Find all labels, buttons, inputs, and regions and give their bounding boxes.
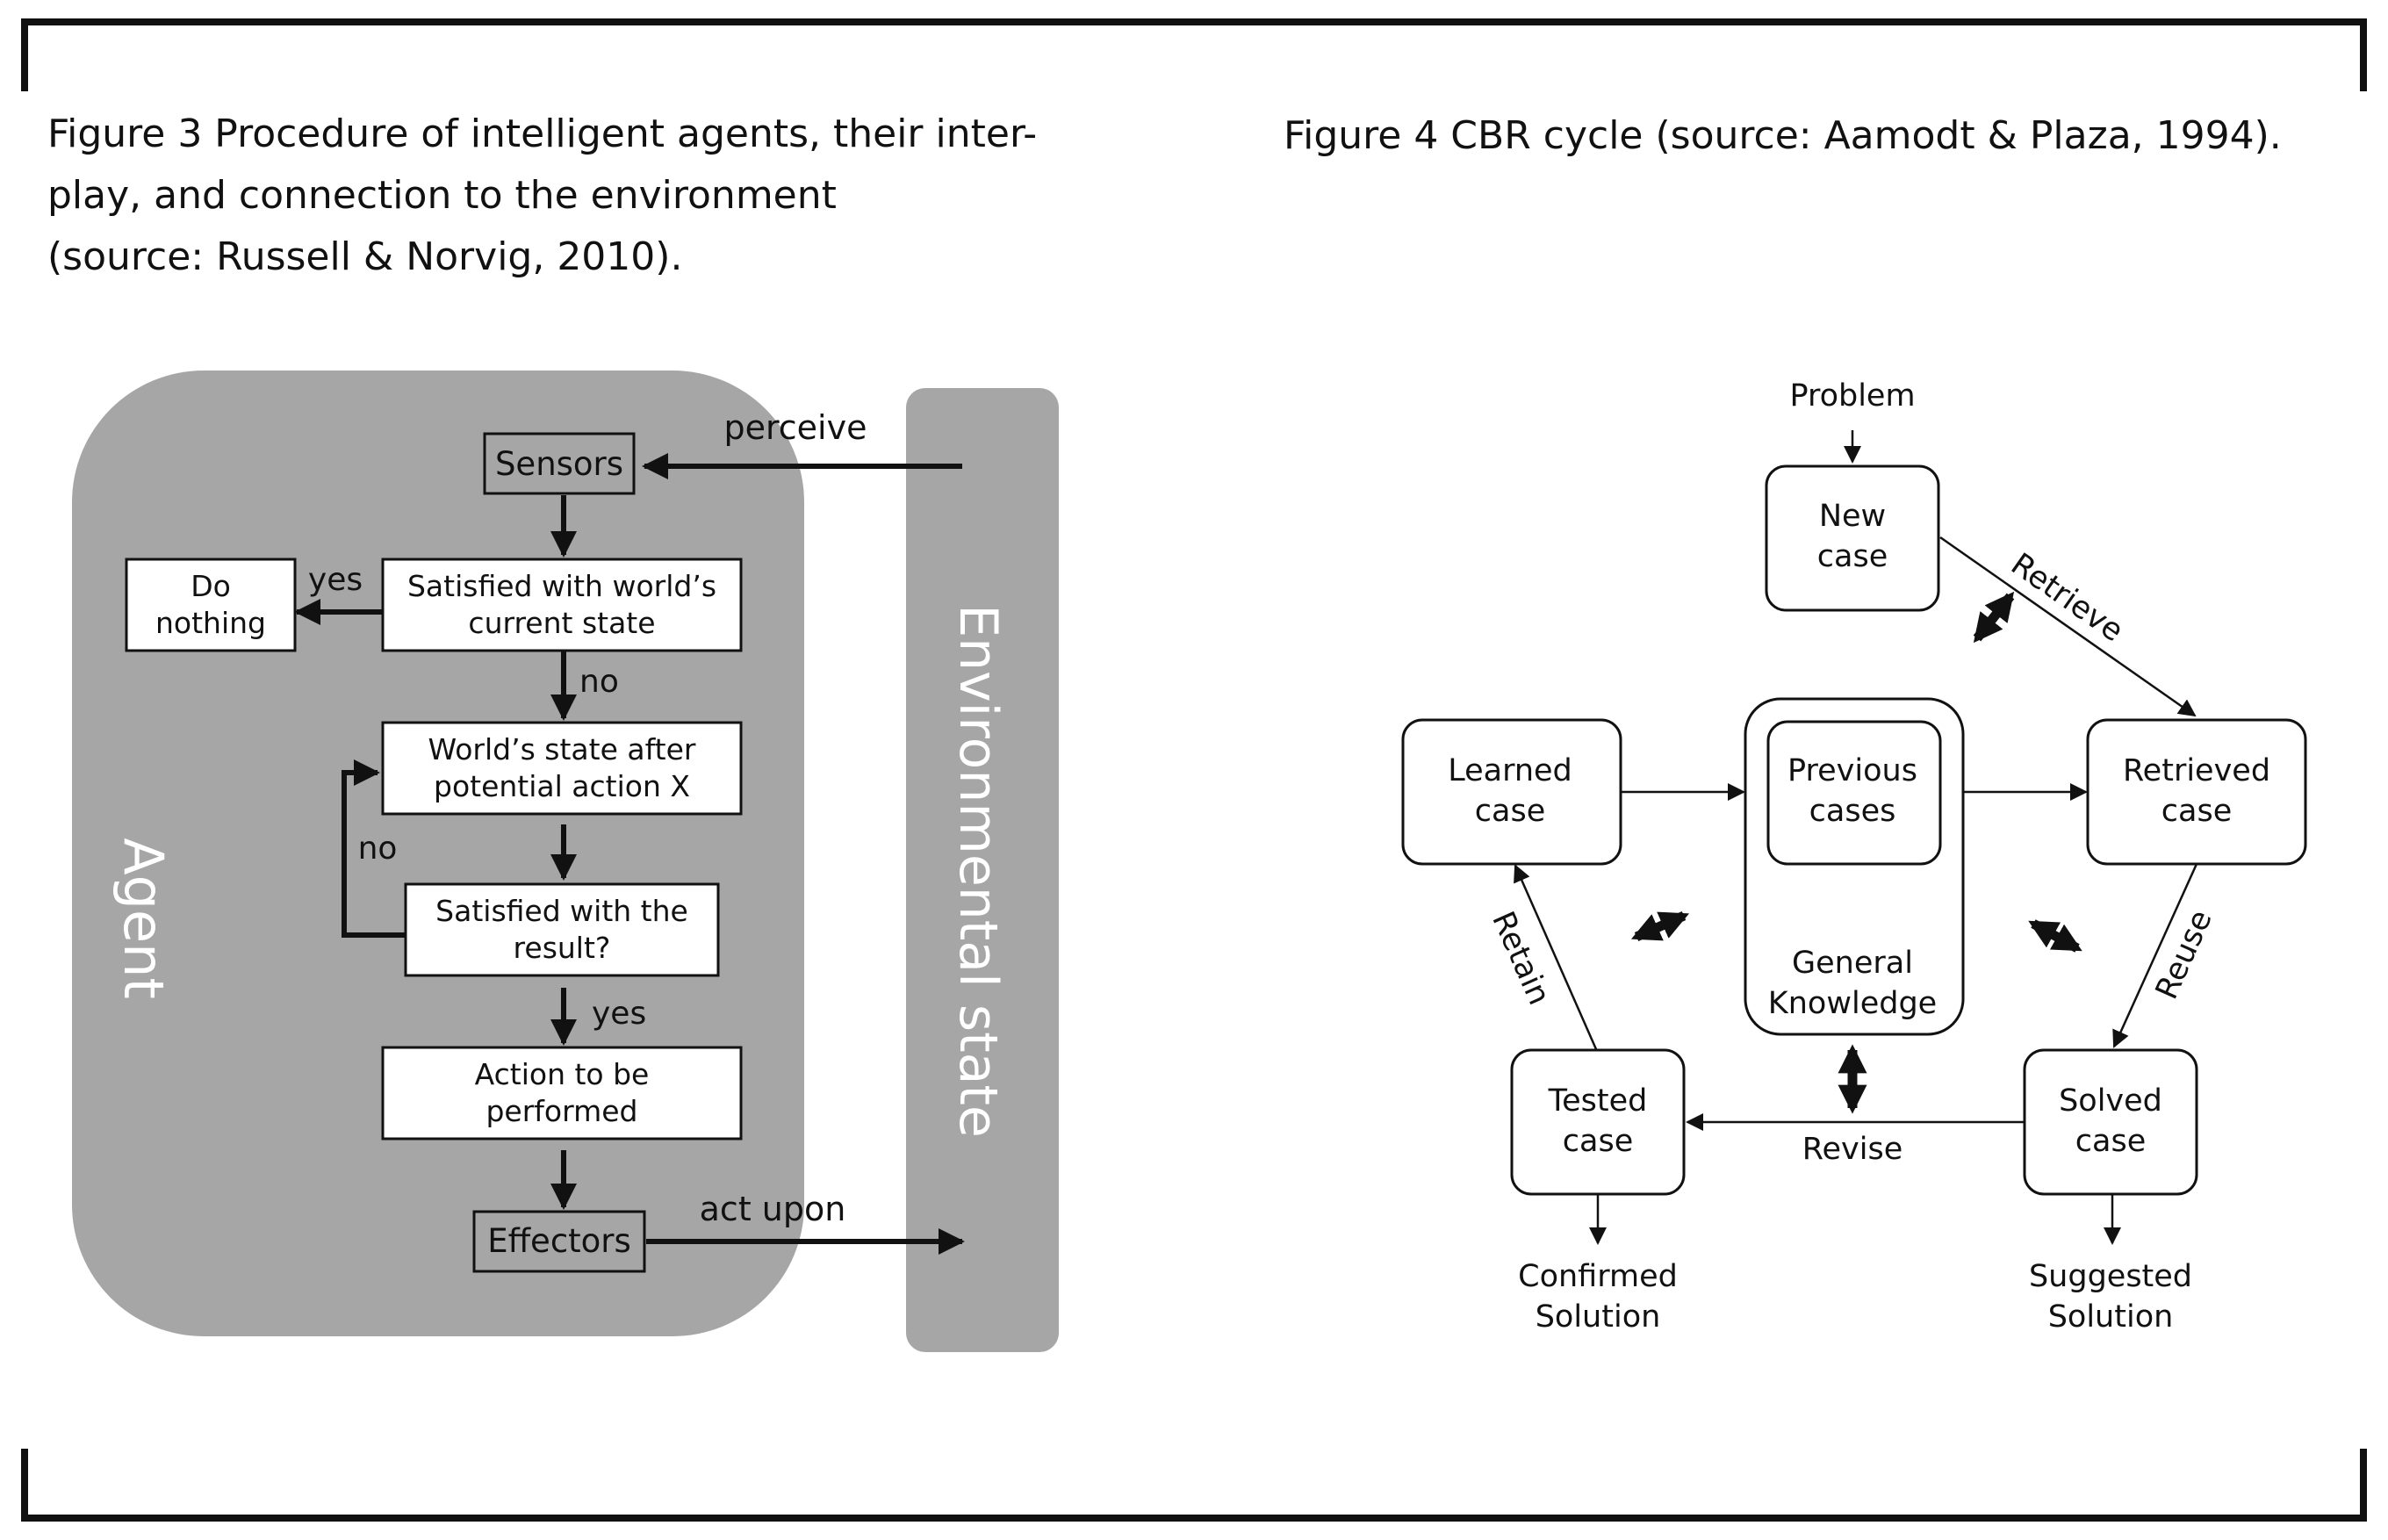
figure3-caption-line-3: (source: Russell & Norvig, 2010). [47,234,683,279]
new-case-line-2: case [1817,539,1888,574]
reuse-label: Reuse [2149,905,2219,1004]
double-arrow-right [2028,919,2082,953]
figure3-caption-line-2: play, and connection to the environment [47,173,837,218]
world-state-after-box [381,721,743,816]
general-knowledge-line-2: Knowledge [1768,986,1937,1021]
solved-case-line-2: case [2075,1124,2146,1159]
world-state-after-line-2: potential action X [434,769,690,803]
effectors-box [472,1210,646,1273]
action-performed-line-2: performed [486,1094,637,1128]
new-case-line-1: New [1819,499,1886,534]
do-nothing-line-1: Do [191,569,231,603]
satisfied-result-box [404,882,720,977]
confirmed-solution-line-2: Solution [1536,1299,1661,1335]
learned-case-box [1401,718,1622,866]
yes-label-2: yes [592,996,646,1032]
retain-label: Retain [1485,907,1557,1011]
problem-label: Problem [1789,378,1915,414]
previous-cases-line-2: cases [1809,794,1896,829]
action-performed-box [381,1046,743,1141]
satisfied-result-line-2: result? [514,931,611,965]
sensors-label: Sensors [495,445,623,483]
confirmed-solution-line-1: Confirmed [1518,1259,1678,1294]
perceive-label: perceive [724,408,867,447]
tested-case-line-2: case [1563,1124,1633,1159]
retrieved-case-line-2: case [2161,794,2232,829]
general-knowledge-line-1: General [1792,946,1913,981]
do-nothing-line-2: nothing [155,606,266,640]
no-label-2: no [358,831,398,867]
satisfied-world-box [381,558,743,652]
figure4-caption: Figure 4 CBR cycle (source: Aamodt & Pla… [1284,113,2282,158]
agent-label: Agent [111,838,176,999]
retrieved-case-line-1: Retrieved [2123,753,2270,788]
suggested-solution-line-1: Suggested [2029,1259,2192,1294]
satisfied-world-line-2: current state [468,606,655,640]
action-performed-line-1: Action to be [475,1057,650,1091]
environment-label: Environmental state [947,604,1009,1138]
yes-label-1: yes [308,562,363,598]
previous-cases-box [1766,720,1942,866]
no-label-1: no [579,664,619,700]
previous-cases-line-1: Previous [1787,753,1917,788]
suggested-solution-line-2: Solution [2048,1299,2174,1335]
retrieve-label: Retrieve [2004,547,2129,649]
double-arrow-left [1630,910,1690,942]
revise-label: Revise [1802,1132,1903,1167]
figure3-caption: Figure 3 Procedure of intelligent agents… [47,104,1189,288]
effectors-label: Effectors [487,1222,631,1260]
do-nothing-box [125,558,297,652]
new-case-box [1765,464,1940,612]
retrieved-case-box [2086,718,2307,866]
solved-case-box [2023,1048,2198,1196]
learned-case-line-2: case [1475,794,1545,829]
learned-case-line-1: Learned [1448,753,1572,788]
satisfied-world-line-1: Satisfied with world’s [407,569,716,603]
figure3-caption-line-1: Figure 3 Procedure of intelligent agents… [47,112,1038,156]
satisfied-result-line-1: Satisfied with the [435,894,688,928]
arrow-retain [1514,864,1598,1050]
arrow-reuse [2112,863,2198,1048]
sensors-box [483,432,636,495]
tested-case-line-1: Tested [1548,1083,1648,1119]
arrow-no-loop [342,759,406,938]
environment-panel [906,388,1059,1352]
tested-case-box [1510,1048,1686,1196]
act-upon-label: act upon [700,1190,846,1228]
arrow-retrieve [1939,536,2197,717]
solved-case-line-1: Solved [2059,1083,2162,1119]
world-state-after-line-1: World’s state after [428,732,696,766]
double-arrow-top [1973,591,2015,644]
